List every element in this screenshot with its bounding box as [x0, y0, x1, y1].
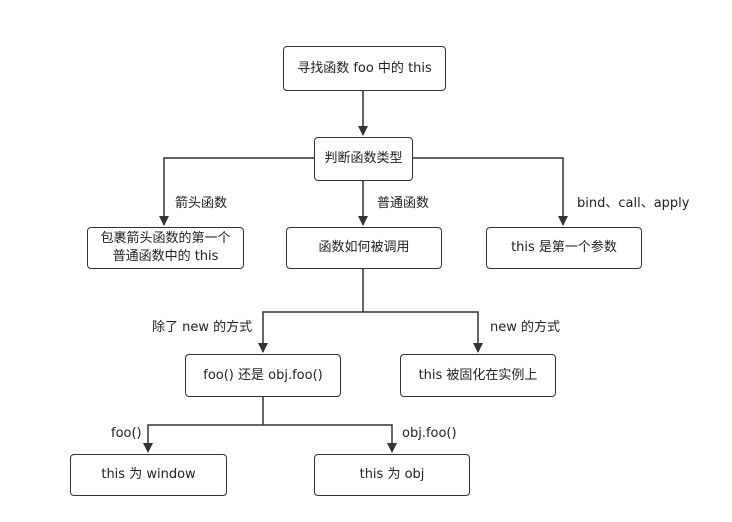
node-judge-function-type-label: 判断函数类型 [324, 151, 403, 166]
edge-callstyle-to-window [143, 424, 263, 453]
node-find-this-label: 寻找函数 foo 中的 this [297, 60, 432, 76]
node-how-called: 函数如何被调用 [286, 227, 442, 269]
edge-label-normal-function: 普通函数 [377, 196, 430, 211]
node-window-result: this 为 window [70, 454, 227, 496]
node-judge-function-type: 判断函数类型 [314, 137, 413, 181]
node-call-style-label: foo() 还是 obj.foo() [203, 367, 323, 383]
node-find-this: 寻找函数 foo 中的 this [283, 46, 446, 91]
node-new-result: this 被固化在实例上 [400, 354, 556, 397]
node-obj-result: this 为 obj [314, 454, 470, 496]
edge-normal-to-callstyle [258, 311, 363, 353]
node-how-called-label: 函数如何被调用 [318, 240, 410, 255]
edge-label-bind-call-apply: bind、call、apply [577, 196, 690, 211]
edge-normal-to-new [363, 311, 483, 353]
edge-label-not-new: 除了 new 的方式 [152, 320, 253, 335]
edge-label-obj-call: obj.foo() [402, 426, 457, 441]
edge-label-new: new 的方式 [490, 320, 561, 335]
edge-label-foo-call: foo() [111, 426, 142, 441]
edge-callstyle-to-obj [263, 424, 397, 453]
node-bind-result: this 是第一个参数 [486, 227, 642, 269]
node-arrow-function-result: 包裹箭头函数的第一个 普通函数中的 this [87, 227, 244, 269]
edge-judge-to-arrow [159, 157, 314, 226]
edge-label-arrow-function: 箭头函数 [175, 196, 228, 211]
node-new-result-label: this 被固化在实例上 [418, 367, 538, 383]
edge-judge-to-bind [413, 157, 568, 226]
node-window-result-label: this 为 window [101, 467, 196, 482]
node-obj-result-label: this 为 obj [359, 467, 425, 482]
node-arrow-function-result-label: 包裹箭头函数的第一个 普通函数中的 this [100, 231, 231, 264]
node-bind-result-label: this 是第一个参数 [511, 240, 617, 255]
node-call-style: foo() 还是 obj.foo() [185, 354, 341, 397]
